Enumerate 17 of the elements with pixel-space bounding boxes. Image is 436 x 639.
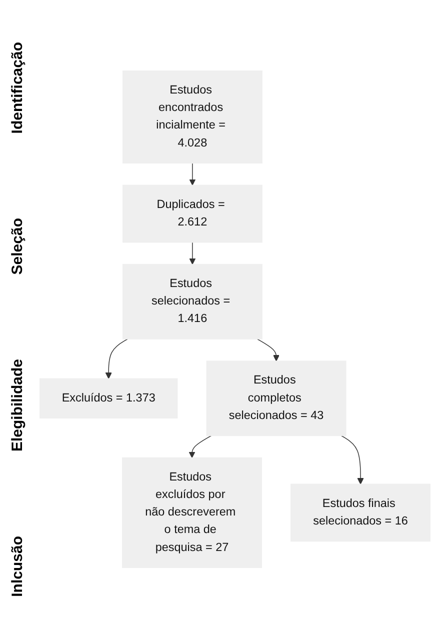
arrow	[105, 338, 128, 380]
stage-label: Seleção	[8, 218, 26, 275]
stage-label: Inlcusão	[8, 536, 26, 597]
stage-label: Elegibilidade	[8, 359, 26, 452]
node-box: Estudos excluídos por não descreverem o tema de pesquisa = 27	[122, 458, 262, 568]
node-box: Estudos encontrados incialmente = 4.028	[122, 70, 262, 164]
node-box: Estudos finais selecionados = 16	[290, 484, 430, 542]
arrow	[189, 242, 196, 265]
node-box: Estudos completos selecionados = 43	[206, 360, 346, 436]
node-box: Excluídos = 1.373	[40, 378, 178, 419]
arrow	[188, 436, 212, 458]
arrow	[189, 163, 196, 186]
arrow	[256, 338, 280, 362]
stage-label: Identificação	[8, 42, 26, 134]
arrow	[341, 436, 364, 485]
node-box: Estudos selecionados = 1.416	[122, 264, 262, 340]
node-box: Duplicados = 2.612	[122, 185, 262, 243]
